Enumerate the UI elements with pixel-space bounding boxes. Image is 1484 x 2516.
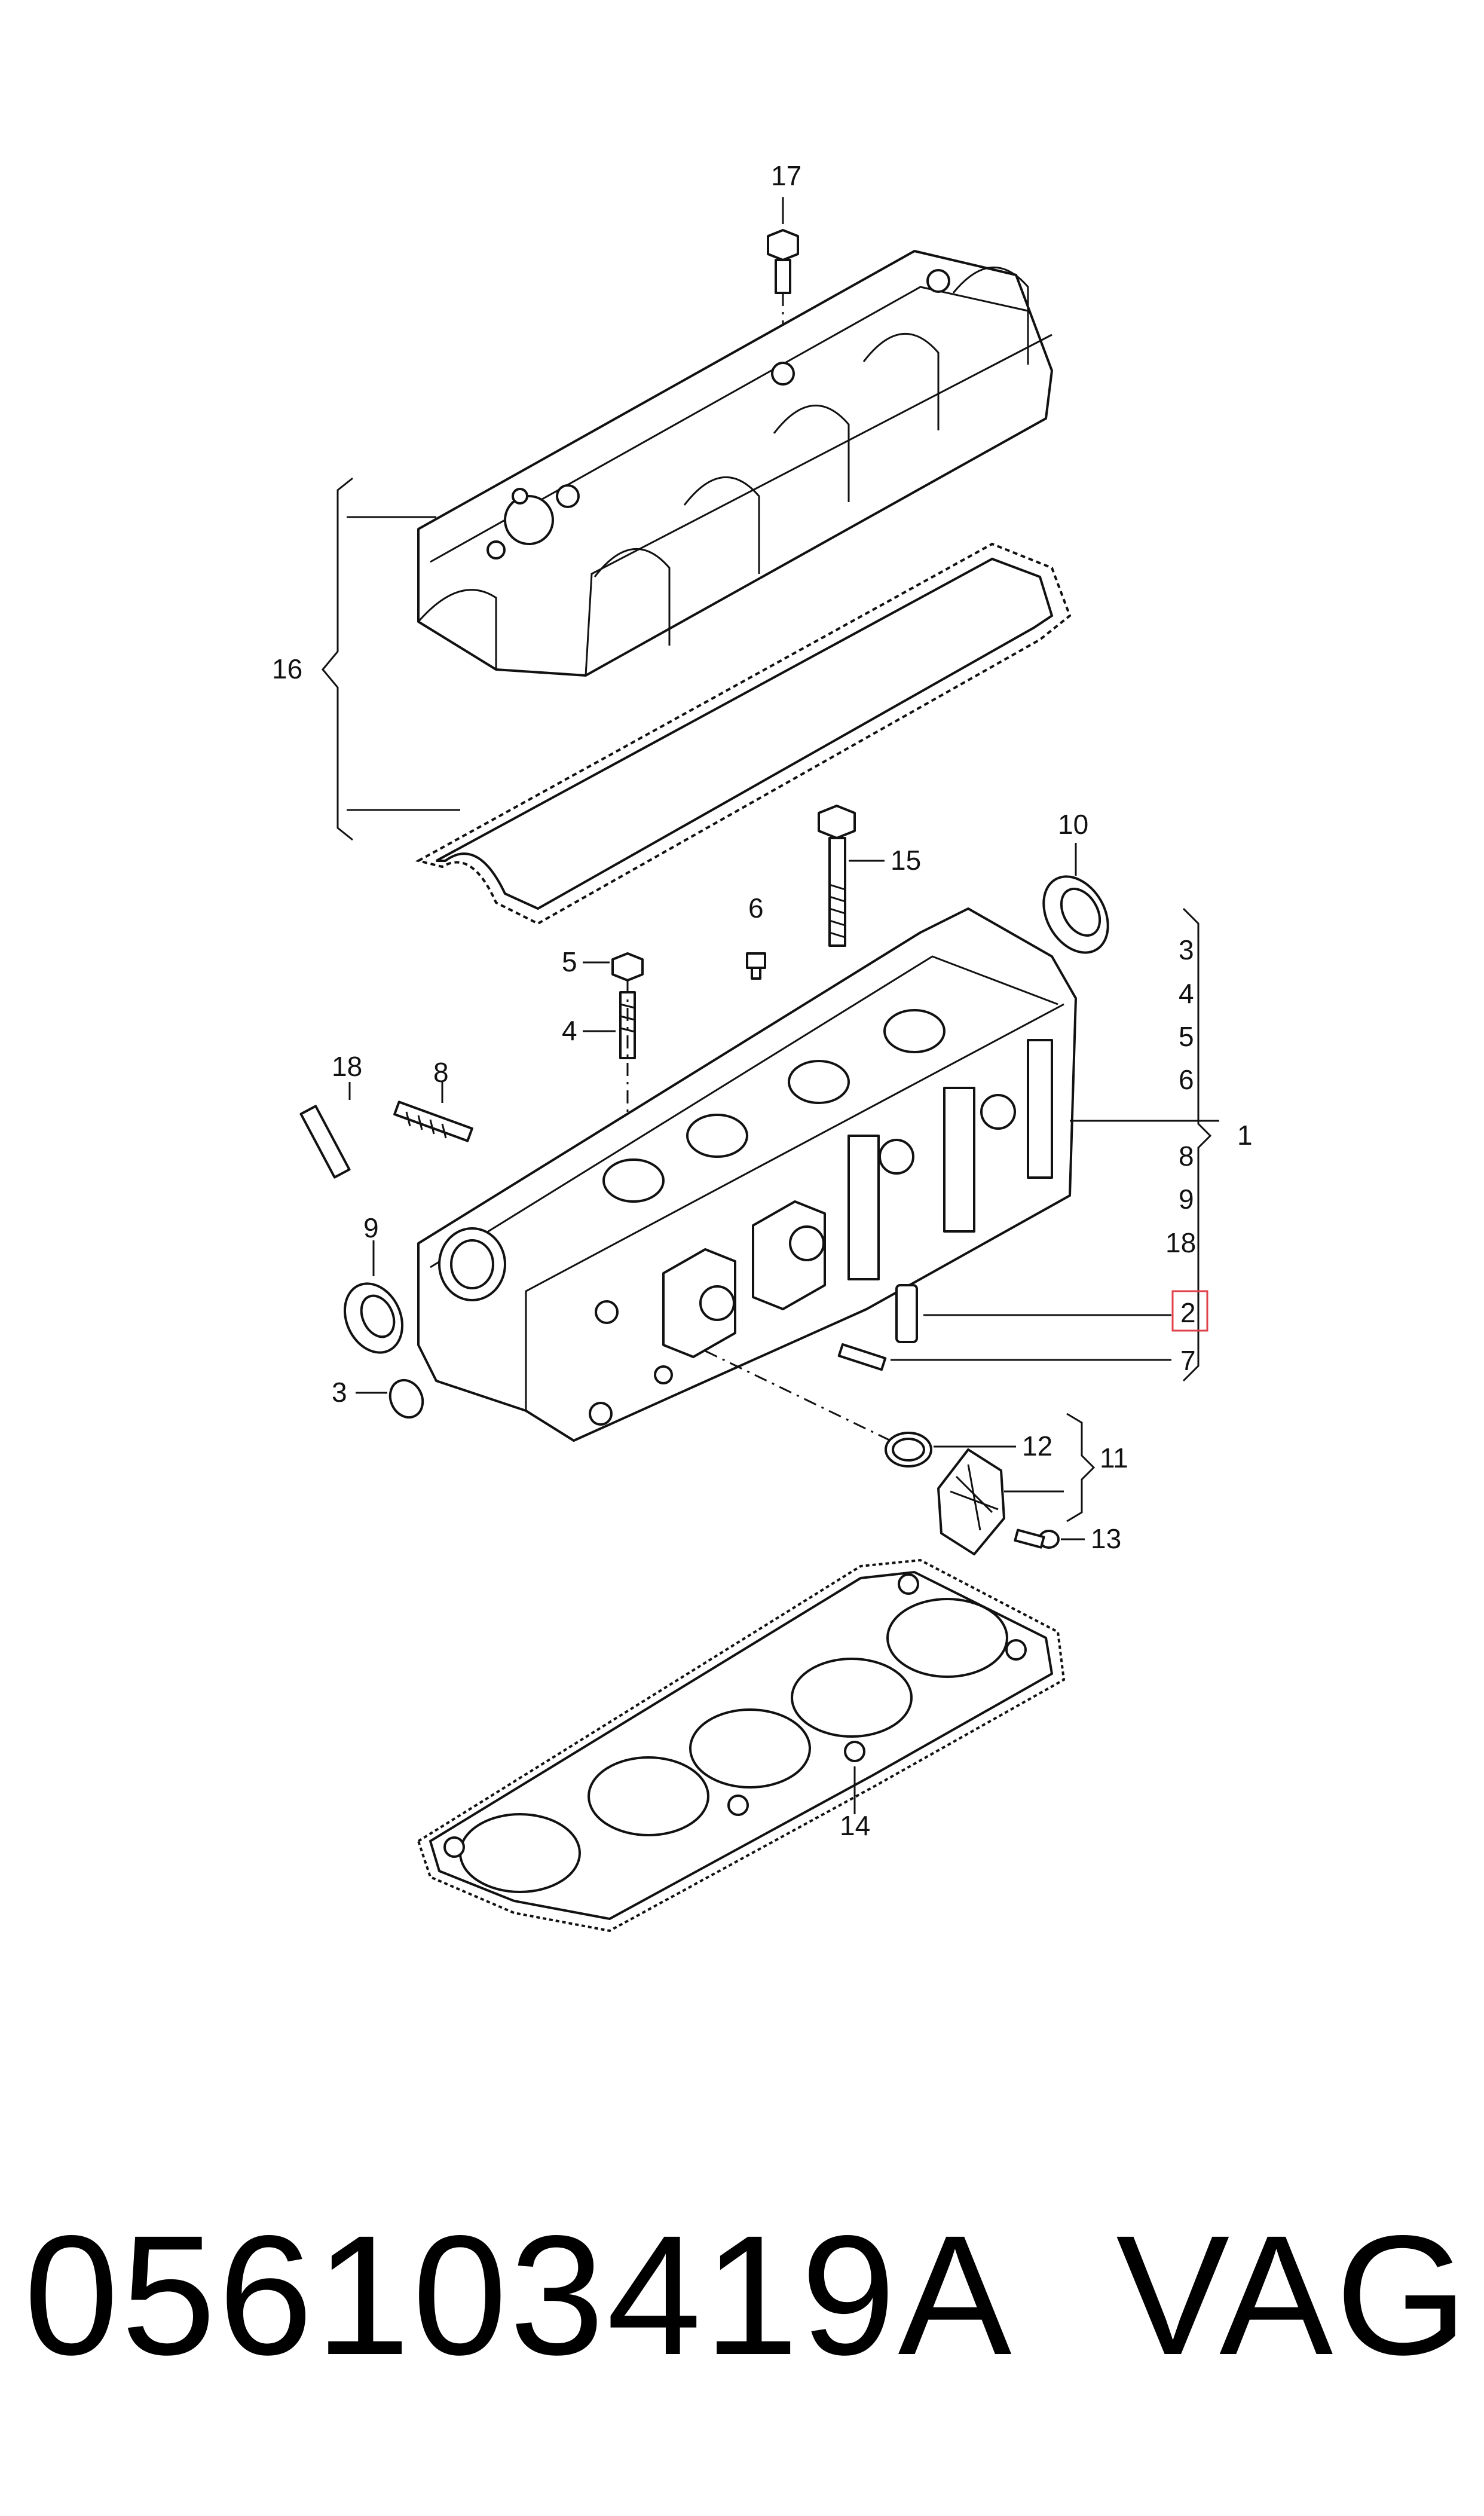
part-8-stud: [393, 1082, 473, 1142]
group-item-5: 5: [1179, 1021, 1194, 1052]
callout-3: 3: [332, 1377, 347, 1408]
callout-labels: 17 16 15 10 6 5 4 18 8 9 3 12 11 13 14 1…: [272, 160, 1253, 1841]
callout-18: 18: [332, 1051, 362, 1082]
part-7-dowel: [837, 1343, 1171, 1371]
group-item-18: 18: [1165, 1227, 1196, 1258]
callout-12: 12: [1022, 1430, 1052, 1462]
brand-label: VAG: [1116, 2200, 1470, 2390]
footer: 056103419A VAG: [24, 2176, 1470, 2427]
group-item-6: 6: [1179, 1064, 1194, 1095]
part-12-o-ring: [705, 1350, 1016, 1468]
callout-1-bracket: [1182, 907, 1212, 1382]
callout-4: 4: [562, 1015, 577, 1046]
group-item-7: 7: [1180, 1345, 1196, 1376]
callout-9: 9: [363, 1212, 379, 1243]
callout-8: 8: [433, 1057, 449, 1088]
callout-1: 1: [1237, 1120, 1253, 1151]
part-10-oil-seal: [1042, 843, 1109, 954]
group-item-2: 2: [1180, 1297, 1196, 1328]
callout-17: 17: [771, 160, 801, 191]
callout-6: 6: [748, 892, 764, 924]
part-14-head-gasket: [417, 1558, 1066, 1933]
callout-14: 14: [840, 1810, 870, 1841]
callout-10: 10: [1058, 809, 1088, 840]
callout-15: 15: [891, 845, 921, 876]
group-item-4: 4: [1179, 978, 1194, 1009]
callout-11: 11: [1100, 1442, 1128, 1473]
part-17-bolt: [767, 197, 799, 365]
callout-5: 5: [562, 946, 577, 977]
highlight-box-2: [1171, 1290, 1208, 1332]
part-13-screw: [1014, 1528, 1085, 1549]
callout-16: 16: [272, 653, 302, 684]
part-18-pin: [299, 1082, 351, 1179]
part-number: 056103419A: [24, 2200, 1014, 2390]
part-3-cap: [356, 1378, 424, 1419]
group-item-3: 3: [1179, 934, 1194, 965]
part-4-stud: [583, 980, 636, 1172]
part-2-guide: [895, 1284, 1171, 1343]
callout-13: 13: [1091, 1523, 1121, 1554]
part-5-nut: [583, 952, 644, 982]
part-11-flange: [937, 1413, 1096, 1555]
part-9-seal: [343, 1240, 404, 1354]
group-item-8: 8: [1179, 1141, 1194, 1172]
callout-16-bracket: [322, 477, 460, 841]
part-6-plug: [746, 952, 766, 980]
group-item-9: 9: [1179, 1184, 1194, 1215]
part-16-cover-gasket: [415, 542, 1072, 925]
exploded-parts-diagram: 17 16 15 10 6 5 4 18 8 9 3 12 11 13 14 1…: [272, 160, 1253, 1933]
part-16-valve-cover: [417, 250, 1053, 677]
part-15-head-bolt: [818, 805, 885, 947]
part-1-cylinder-head: [417, 907, 1219, 1442]
